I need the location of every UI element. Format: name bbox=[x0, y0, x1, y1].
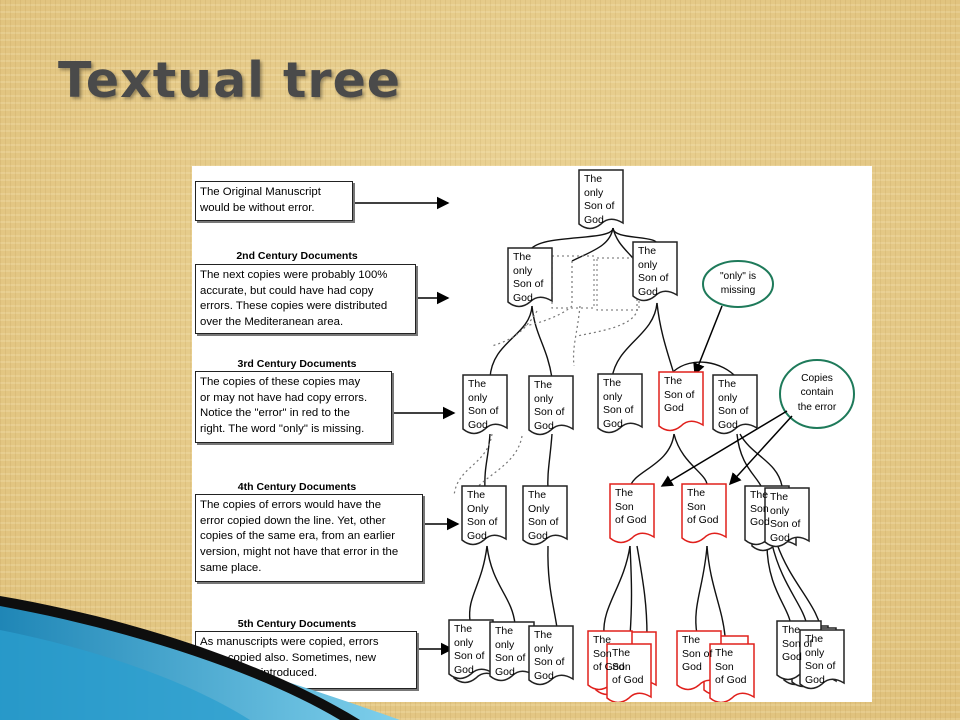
manuscript: The only Son of God bbox=[718, 378, 749, 431]
tree-branch bbox=[547, 545, 558, 629]
manuscript-outline bbox=[597, 373, 643, 434]
manuscript: The only Son of God bbox=[534, 629, 565, 682]
callout-arrow bbox=[693, 305, 723, 376]
manuscript-outline bbox=[578, 169, 624, 230]
manuscript-outline bbox=[799, 629, 845, 690]
manuscript: The Son God bbox=[750, 489, 770, 529]
tree-branch bbox=[771, 543, 808, 627]
tree-branch bbox=[636, 545, 648, 637]
manuscript: The Only Son of God bbox=[528, 489, 559, 542]
tree-branch bbox=[673, 361, 738, 379]
manuscript: The only Son of God bbox=[454, 623, 485, 676]
manuscript-error: The Son of God bbox=[715, 647, 747, 687]
tree-branch bbox=[736, 433, 763, 489]
callout-arrow bbox=[728, 415, 793, 486]
tree-branch bbox=[571, 227, 614, 262]
note-original: The Original Manuscript would be without… bbox=[195, 181, 353, 221]
manuscript-error: The Son of God bbox=[593, 634, 625, 674]
manuscript-outline bbox=[461, 485, 507, 546]
manuscript: The only Son of God bbox=[603, 377, 634, 430]
callout-copies-shape bbox=[779, 359, 855, 429]
note-3rd-century: The copies of these copies may or may no… bbox=[195, 371, 392, 443]
callout-arrow bbox=[660, 410, 788, 487]
tree-branch bbox=[766, 543, 791, 622]
tree-branch bbox=[706, 545, 726, 637]
manuscript-error: The Son of God bbox=[615, 487, 647, 527]
tree-branch bbox=[468, 545, 488, 622]
manuscript: The only Son of God bbox=[638, 245, 669, 298]
manuscript-outline bbox=[681, 483, 727, 544]
manuscript-outline bbox=[522, 485, 568, 546]
manuscript-outline bbox=[712, 374, 758, 435]
callout-only-missing-shape bbox=[702, 260, 774, 308]
manuscript: The only Son of God bbox=[495, 625, 526, 678]
manuscript-error: The Son of God bbox=[687, 487, 719, 527]
manuscript-error: The Son of God bbox=[682, 634, 713, 674]
manuscript-outline bbox=[658, 371, 704, 432]
manuscript-outline bbox=[632, 241, 678, 302]
tree-branch bbox=[695, 545, 708, 635]
tree-branch bbox=[611, 302, 658, 379]
lost-branch bbox=[576, 264, 638, 337]
tree-branch bbox=[489, 305, 533, 379]
manuscript-outline bbox=[528, 375, 574, 436]
decorative-swoosh bbox=[0, 596, 400, 720]
manuscript: The only Son of God bbox=[584, 173, 615, 226]
manuscript-outline bbox=[528, 625, 574, 686]
tree-branch bbox=[486, 545, 516, 625]
manuscript: The Only Son of God bbox=[467, 489, 498, 542]
callout-copies-contain-error: Copies contain the error bbox=[797, 373, 837, 413]
tree-branch bbox=[656, 302, 675, 375]
ghost-document bbox=[551, 255, 595, 309]
lost-branch bbox=[469, 435, 523, 497]
tree-branch bbox=[603, 545, 631, 635]
manuscript: The Son of God bbox=[782, 624, 813, 664]
note-heading-2nd-century: 2nd Century Documents bbox=[236, 250, 358, 262]
tree-connectors bbox=[355, 169, 855, 702]
tree-branch bbox=[629, 433, 675, 489]
manuscript-outline bbox=[507, 247, 553, 308]
manuscript: The only Son of God bbox=[770, 491, 801, 544]
ghost-document bbox=[596, 257, 640, 311]
note-4th-century: The copies of errors would have the erro… bbox=[195, 494, 423, 582]
note-heading-3rd-century: 3rd Century Documents bbox=[237, 358, 357, 370]
lost-branch bbox=[491, 310, 538, 347]
manuscript-outline bbox=[609, 483, 655, 544]
lost-branch bbox=[572, 305, 581, 367]
tree-branch bbox=[629, 545, 633, 637]
textual-tree-diagram: The Original Manuscript would be without… bbox=[192, 166, 872, 702]
manuscript: The only Son of God bbox=[468, 378, 499, 431]
manuscript: The only Son of God bbox=[513, 251, 544, 304]
manuscript-outline bbox=[462, 374, 508, 435]
tree-branch bbox=[547, 433, 553, 492]
tree-branch bbox=[739, 433, 783, 487]
tree-branch bbox=[531, 305, 553, 379]
callout-only-missing: "only" is missing bbox=[719, 271, 757, 297]
slide-title: Textual tree bbox=[58, 52, 402, 109]
manuscript-outline bbox=[709, 643, 755, 702]
lost-branch bbox=[453, 433, 493, 497]
manuscript-error: The Son of God bbox=[664, 375, 695, 415]
manuscript-outline bbox=[606, 643, 652, 702]
lost-branch bbox=[521, 261, 573, 327]
note-heading-4th-century: 4th Century Documents bbox=[237, 481, 357, 493]
tree-branch bbox=[531, 227, 614, 249]
note-2nd-century: The next copies were probably 100% accur… bbox=[195, 264, 416, 334]
note-heading-5th-century: 5th Century Documents bbox=[237, 618, 357, 630]
manuscript-outline bbox=[764, 487, 810, 548]
manuscript: The only Son of God bbox=[805, 633, 836, 686]
manuscript: The only Son of God bbox=[534, 379, 565, 432]
manuscript-error: The Son of God bbox=[612, 647, 644, 687]
tree-branch bbox=[484, 433, 491, 492]
